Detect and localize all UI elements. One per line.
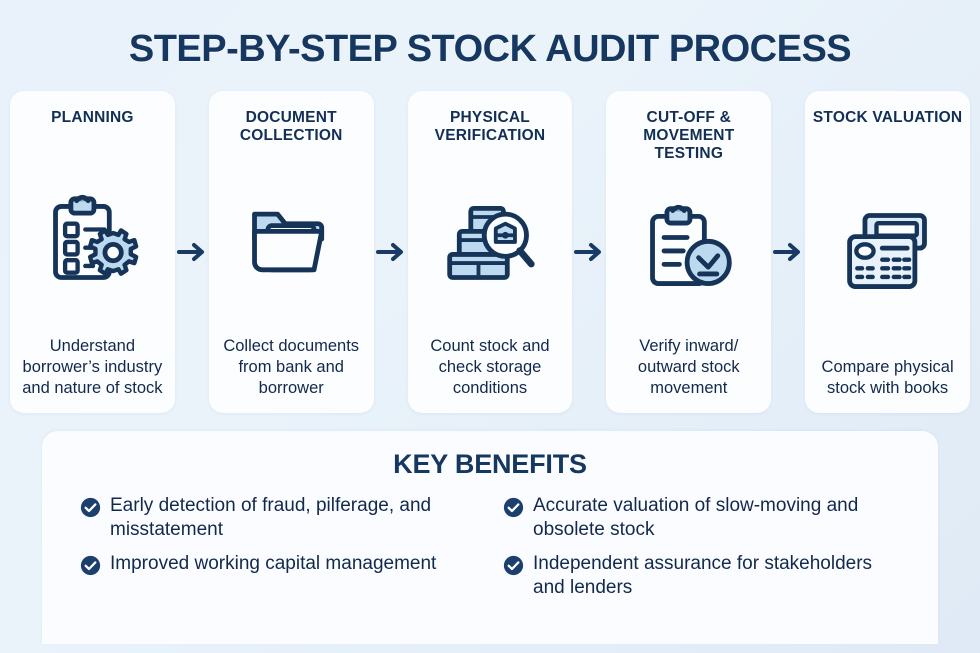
check-circle-icon (80, 497, 101, 523)
benefit-item: Improved working capital management (80, 552, 477, 600)
step-description: Compare physical stock with books (821, 357, 954, 397)
check-circle-icon (80, 555, 101, 581)
step-card-stock-valuation[interactable]: STOCK VALUATION (805, 91, 970, 413)
key-benefits-panel: KEY BENEFITS Early detection of fraud, p… (42, 431, 938, 644)
benefit-text: Early detection of fraud, pilferage, and… (110, 495, 432, 540)
boxes-magnifier-icon (447, 206, 535, 281)
arrow-right-icon (375, 243, 403, 261)
step-icon-container (612, 163, 765, 336)
arrow-right-icon (176, 243, 204, 261)
benefit-item: Accurate valuation of slow-moving and ob… (503, 494, 900, 542)
step-description: Understand borrower’s industry and natur… (22, 336, 163, 397)
check-circle-icon (503, 497, 524, 523)
step-title: PHYSICAL VERIFICATION (434, 109, 546, 144)
arrow-right-icon (574, 243, 602, 261)
step-title: PLANNING (51, 109, 134, 126)
clipboard-gear-icon (53, 195, 139, 281)
arrow-3 (572, 91, 606, 413)
arrow-right-icon (773, 243, 801, 261)
arrow-4 (771, 91, 805, 413)
arrow-2 (374, 91, 408, 413)
arrow-1 (175, 91, 209, 413)
step-description: Count stock and check storage conditions (430, 336, 550, 397)
step-icon-container (811, 147, 964, 357)
calculator-icon (846, 213, 927, 289)
key-benefits-title: KEY BENEFITS (393, 449, 587, 479)
page-title: STEP-BY-STEP STOCK AUDIT PROCESS (128, 28, 852, 70)
step-card-physical-verification[interactable]: PHYSICAL VERIFICATION Count st (407, 91, 573, 413)
step-title: CUT-OFF & MOVEMENT TESTING (643, 109, 735, 162)
benefit-text: Accurate valuation of slow-moving and ob… (533, 495, 859, 540)
benefit-item: Early detection of fraud, pilferage, and… (80, 494, 477, 542)
step-card-cutoff-movement-testing[interactable]: CUT-OFF & MOVEMENT TESTING Verify inward… (606, 91, 772, 413)
benefit-item: Independent assurance for stakeholders a… (503, 552, 900, 600)
benefit-text: Improved working capital management (110, 552, 437, 574)
step-icon-container (414, 147, 567, 336)
step-title: STOCK VALUATION (812, 109, 963, 126)
benefit-text: Independent assurance for stakeholders a… (533, 552, 873, 598)
process-steps-row: PLANNING Unders (10, 91, 970, 413)
key-benefits-list: Early detection of fraud, pilferage, and… (54, 494, 926, 600)
check-circle-icon (503, 555, 524, 581)
step-icon-container (16, 147, 169, 336)
step-icon-container (215, 147, 368, 336)
step-card-planning[interactable]: PLANNING Unders (10, 91, 175, 413)
open-folder-document-icon (252, 212, 325, 273)
clipboard-clock-icon (649, 205, 732, 287)
step-title: DOCUMENT COLLECTION (239, 109, 343, 144)
step-description: Collect documents from bank and borrower (223, 336, 360, 397)
step-card-document-collection[interactable]: DOCUMENT COLLECTION Collect documents fr… (208, 91, 374, 413)
step-description: Verify inward/ outward stock movement (637, 336, 740, 397)
